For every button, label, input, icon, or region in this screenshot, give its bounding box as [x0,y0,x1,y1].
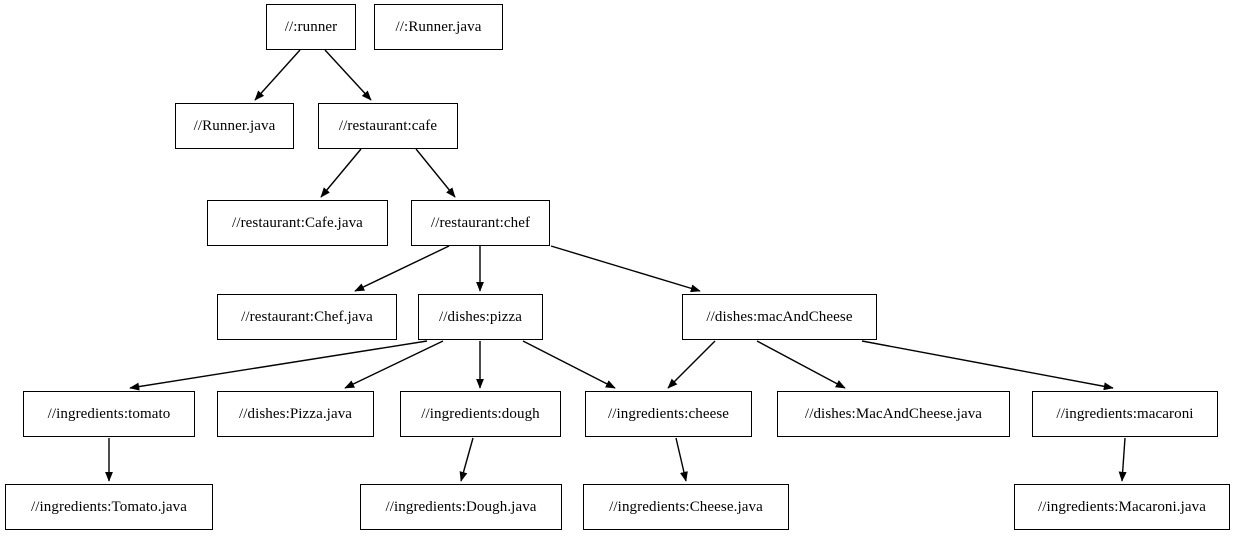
graph-node-ing-tomato[interactable]: //ingredients:tomato [23,391,195,437]
graph-edge [320,148,362,198]
graph-node-label: //ingredients:macaroni [1056,405,1194,422]
graph-edge [344,340,444,389]
graph-edge [550,245,701,293]
graph-node-restaurant-chef[interactable]: //restaurant:chef [411,200,550,246]
graph-node-label: //ingredients:Cheese.java [609,498,763,515]
graph-node-runner-java[interactable]: //Runner.java [175,103,294,149]
graph-node-label: //restaurant:Chef.java [241,308,373,325]
graph-node-label: //:Runner.java [395,18,482,35]
graph-node-label: //restaurant:cafe [338,117,438,134]
graph-edge [254,49,301,101]
graph-node-ing-macaroni[interactable]: //ingredients:macaroni [1032,391,1218,437]
graph-node-dishes-macandcheese-java[interactable]: //dishes:MacAndCheese.java [777,391,1010,437]
graph-node-dishes-pizza-java[interactable]: //dishes:Pizza.java [217,391,374,437]
graph-node-ing-dough-java[interactable]: //ingredients:Dough.java [360,484,562,530]
graph-node-label: //ingredients:tomato [47,405,171,422]
graph-node-label: //dishes:Pizza.java [238,405,353,422]
graph-node-label: //dishes:MacAndCheese.java [804,405,983,422]
graph-node-label: //:runner [284,18,338,35]
graph-edge [354,245,450,292]
graph-edge [861,340,1114,391]
graph-node-label: //ingredients:Dough.java [385,498,537,515]
graph-node-label: //ingredients:dough [421,405,540,422]
graph-node-restaurant-cafe-java[interactable]: //restaurant:Cafe.java [207,200,388,246]
graph-edge [459,437,474,482]
graph-node-ing-dough[interactable]: //ingredients:dough [400,391,561,437]
graph-edge [324,49,372,101]
graph-edge [129,340,428,391]
graph-edge [415,148,456,198]
graph-edge [756,340,846,389]
graph-node-runner-java-root[interactable]: //:Runner.java [374,4,503,50]
graph-node-label: //dishes:pizza [438,308,523,325]
graph-node-runner-target[interactable]: //:runner [266,4,356,50]
graph-edge [667,340,716,389]
graph-edge [1118,437,1127,482]
graph-node-label: //restaurant:chef [430,214,531,231]
graph-node-ing-cheese[interactable]: //ingredients:cheese [585,391,752,437]
graph-node-dishes-macandcheese[interactable]: //dishes:macAndCheese [682,294,877,340]
graph-node-label: //dishes:macAndCheese [706,308,853,325]
graph-node-label: //ingredients:Tomato.java [31,498,187,515]
graph-node-label: //ingredients:Macaroni.java [1037,498,1207,515]
graph-edge [675,437,688,482]
graph-node-ing-macaroni-java[interactable]: //ingredients:Macaroni.java [1014,484,1230,530]
graph-node-dishes-pizza[interactable]: //dishes:pizza [418,294,543,340]
graph-node-label: //restaurant:Cafe.java [232,214,363,231]
graph-edge [522,340,616,389]
graph-node-ing-tomato-java[interactable]: //ingredients:Tomato.java [5,484,213,530]
graph-node-ing-cheese-java[interactable]: //ingredients:Cheese.java [583,484,789,530]
graph-node-label: //Runner.java [193,117,276,134]
graph-node-label: //ingredients:cheese [607,405,730,422]
graph-node-restaurant-chef-java[interactable]: //restaurant:Chef.java [217,294,397,340]
graph-node-restaurant-cafe[interactable]: //restaurant:cafe [318,103,458,149]
